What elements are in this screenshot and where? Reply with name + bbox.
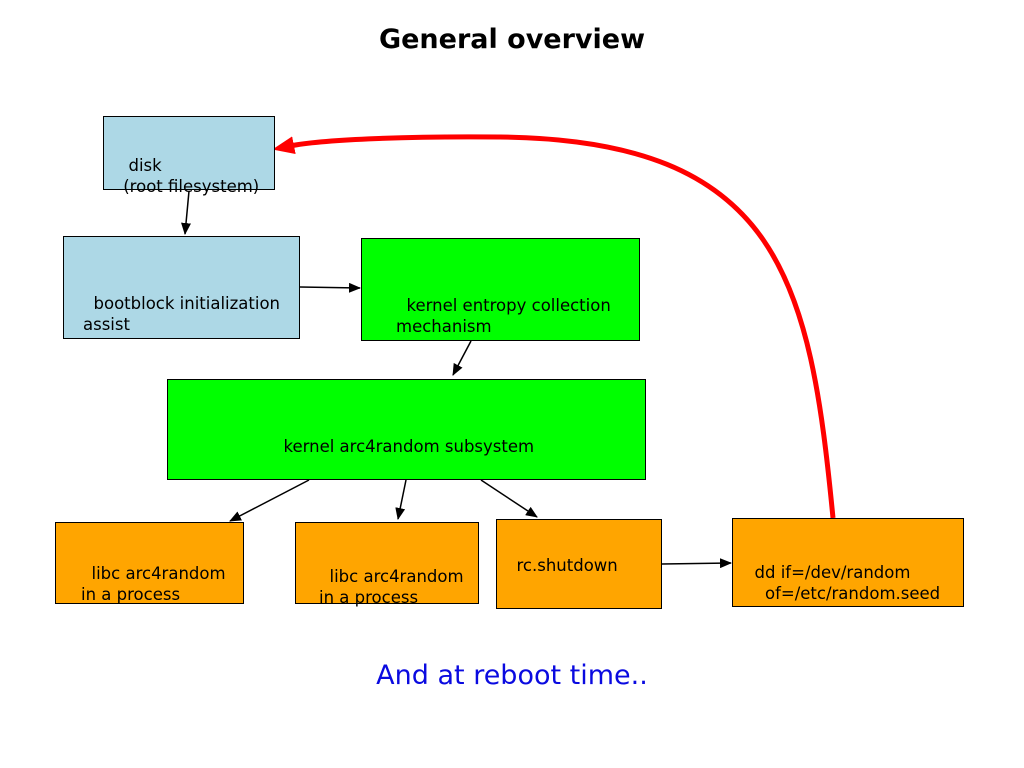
entropy-label: kernel entropy collection mechanism [396,296,611,336]
reboot-arrow [272,134,836,519]
arrow-arc4random-to-shutdown [480,479,538,518]
bootblock-box: bootblock initialization assist [63,236,300,339]
libc2-box: libc arc4random in a process [295,522,479,607]
arrow-disk-to-bootblock [181,190,191,235]
diagram-title: General overview [378,24,646,55]
arrow-bootblock-to-entropy [299,282,361,293]
arrow-entropy-to-arc4random [452,340,472,376]
shutdown-label: rc.shutdown [516,556,618,575]
shutdown-box: rc.shutdown [496,519,662,609]
arrow-arc4random-to-libc2 [395,479,407,520]
bootblock-label: bootblock initialization assist [83,294,280,334]
dd-box: dd if=/dev/random of=/etc/random.seed [732,518,964,607]
footer-caption: And at reboot time.. [376,660,648,691]
dd-label: dd if=/dev/random of=/etc/random.seed [754,563,941,603]
disk-label: disk (root filesystem) [123,156,260,196]
libc1-label: libc arc4random in a process [81,564,226,604]
entropy-box: kernel entropy collection mechanism [361,238,640,341]
arrow-shutdown-to-dd [661,558,732,569]
libc1-box: libc arc4random in a process [55,522,244,604]
arc4random-box: kernel arc4random subsystem [167,379,646,480]
disk-box: disk (root filesystem) [103,116,275,196]
libc2-label: libc arc4random in a process [319,567,464,607]
arrow-arc4random-to-libc1 [229,479,310,522]
arc4random-label: kernel arc4random subsystem [283,437,535,456]
